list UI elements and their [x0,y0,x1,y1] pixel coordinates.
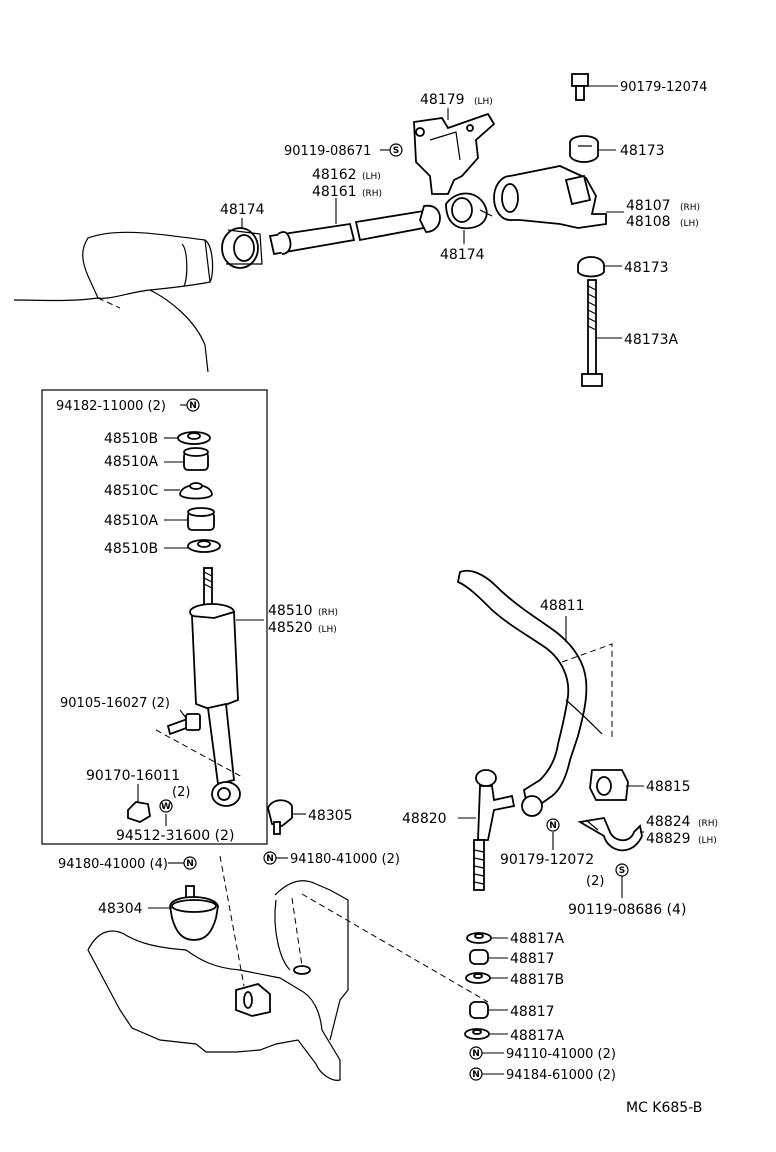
label-48179: 48179 [420,92,465,108]
label-48179-side: (LH) [474,97,493,107]
label-94512-31600: 94512-31600 (2) [116,828,234,844]
cushion-icon [177,431,221,553]
label-48815: 48815 [646,779,691,795]
label-90119-08686: 90119-08686 (4) [568,902,686,918]
label-48817A-2: 48817A [510,1028,565,1044]
label-48510B-1: 48510B [104,431,158,447]
label-48510A-2: 48510A [104,513,159,529]
shock-bolt-icon [166,713,201,736]
label-90170-qty: (2) [172,785,190,800]
label-48173-mid: 48173 [624,260,669,276]
frame-bracket-icon [235,965,311,1017]
bracket-icon [413,112,496,195]
label-48174-left: 48174 [220,202,265,218]
bushing-icon [589,769,629,801]
label-94184-61000: 94184-61000 (2) [506,1068,616,1083]
long-bolt-icon [581,279,603,387]
label-48161-side: (RH) [362,189,382,199]
cap-nut-icon [577,256,605,278]
nut-mark-icon: N N [183,851,277,870]
svg-text:N: N [189,401,197,411]
nut-icon [569,135,599,163]
svg-text:S: S [619,866,625,876]
diagram-code: MC K685-B [626,1100,702,1116]
label-48510B-2: 48510B [104,541,158,557]
bound-stopper-icon [267,799,293,835]
frame-outline [87,855,489,1081]
link-cushion-stack-icon: N N [464,932,492,1081]
label-48829-side: (LH) [698,836,717,846]
label-48817A-1: 48817A [510,931,565,947]
label-48824: 48824 [646,814,691,830]
svg-text:N: N [186,859,194,869]
label-48161: 48161 [312,184,357,200]
label-48107: 48107 [626,198,671,214]
svg-text:N: N [472,1070,480,1080]
torsion-bar-icon [268,204,441,256]
spring-seat-icon [221,192,493,269]
label-48520: 48520 [268,620,313,636]
nut-mark-icon: N [186,398,200,412]
label-90179-12074: 90179-12074 [620,80,707,95]
nut-mark-icon: N S [546,818,629,877]
label-48107-side: (RH) [680,203,700,213]
stabilizer-link-icon [473,769,543,891]
svg-text:N: N [266,854,274,864]
label-48304: 48304 [98,901,143,917]
label-48811: 48811 [540,598,585,614]
svg-text:S: S [393,146,399,156]
label-94180-41000-right: 94180-41000 (2) [290,852,400,867]
label-90179-12072-qty: (2) [586,874,604,889]
label-48162-side: (LH) [362,172,381,182]
stabilizer-bracket-icon [577,816,643,852]
bolt-icon [571,73,589,101]
svg-text:N: N [549,821,557,831]
label-48510-side: (RH) [318,608,338,618]
label-48510C: 48510C [104,483,159,499]
svg-text:N: N [472,1049,480,1059]
lower-arm-outline [13,231,214,373]
svg-text:W: W [161,802,171,812]
label-94182-11000: 94182-11000 (2) [56,399,166,414]
label-48510: 48510 [268,603,313,619]
label-48108-side: (LH) [680,219,699,229]
anchor-arm-icon [493,165,607,229]
label-48820: 48820 [402,811,447,827]
label-90170-16011: 90170-16011 [86,768,180,784]
shock-absorber-group-box [41,389,268,845]
shock-nut-icon: W [127,799,173,823]
label-48829: 48829 [646,831,691,847]
label-90119-08671: 90119-08671 [284,144,371,159]
label-90105-16027: 90105-16027 (2) [60,696,170,711]
label-94180-41000-left: 94180-41000 (4) [58,857,168,872]
label-48174-right: 48174 [440,247,485,263]
part-labels: 90179-12074 48179 (LH) 48173 90119-08671… [56,80,718,1116]
label-48173-top: 48173 [620,143,665,159]
label-48817-1: 48817 [510,951,555,967]
label-48817-2: 48817 [510,1004,555,1020]
washer-icon: S [389,143,403,157]
label-48824-side: (RH) [698,819,718,829]
label-48173A: 48173A [624,332,679,348]
shock-absorber-icon [155,567,245,807]
bump-stopper-icon [169,885,219,941]
leader-lines [137,85,644,1075]
label-48108: 48108 [626,214,671,230]
label-48162: 48162 [312,167,357,183]
label-48305: 48305 [308,808,353,824]
label-48520-side: (LH) [318,625,337,635]
label-48510A-1: 48510A [104,454,159,470]
label-90179-12072: 90179-12072 [500,852,594,868]
label-94110-41000: 94110-41000 (2) [506,1047,616,1062]
label-48817B: 48817B [510,972,564,988]
